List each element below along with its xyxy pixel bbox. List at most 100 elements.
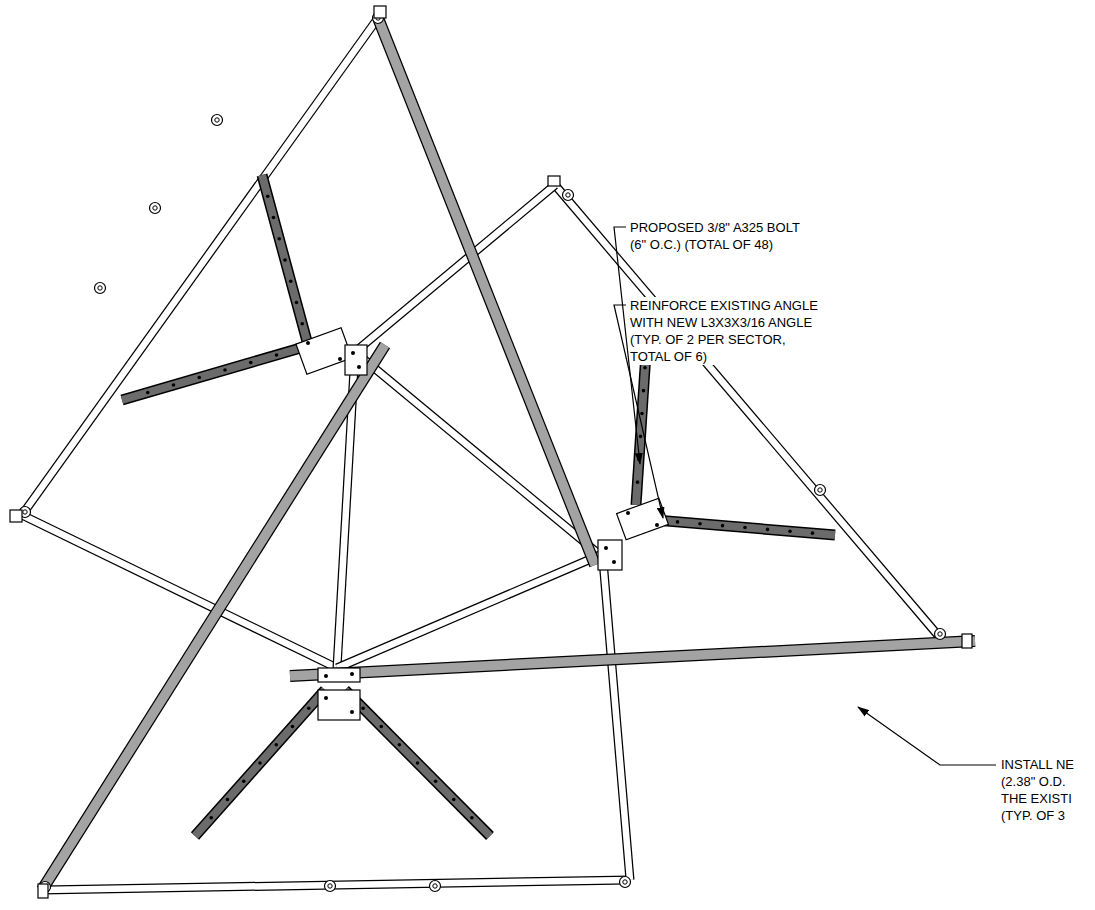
reinforcing-angle [262,175,308,345]
bolt-dot [324,674,328,678]
bolt-dot [350,710,354,714]
bolt-dot [398,743,402,747]
pipe-clamp [563,190,574,201]
reinforcing-angle [195,690,325,836]
bolt-dot [640,412,644,416]
bolt-dot [766,528,770,532]
bolt-dot [357,365,361,369]
callout-note: REINFORCE EXISTING ANGLE WITH NEW L3X3X3… [630,297,825,365]
pipe-clamp [328,884,332,888]
frame-member [337,555,600,668]
mount-plate [318,668,360,682]
frame-member [22,515,337,668]
pipe-clamp [153,206,157,210]
reinforcing-angle [345,690,490,836]
bolt-dot [223,368,227,372]
reinforcing-angle [195,690,325,836]
pipe-clamp [623,880,627,884]
bolt-dot [434,779,438,783]
frame-member [603,560,630,880]
bolt-dot [242,779,246,783]
end-bracket [374,6,386,18]
pipe-member [378,18,595,565]
bolt-dot [291,725,295,729]
bolt-dot [379,725,383,729]
bolt-dot [626,511,630,515]
pipe-member [290,641,975,676]
pipe-clamp [433,884,437,888]
reinforcing-angle [655,520,835,535]
bolt-dot [788,529,792,533]
bolt-dot [172,383,176,387]
pipe-clamp [566,193,570,197]
mount-plate [617,498,669,540]
pipe-clamp [95,283,106,294]
bolt-dot [642,389,646,393]
end-bracket [10,510,22,522]
bolt-dot [698,522,702,526]
pipe-clamp [935,629,946,640]
bolt-dot [721,524,725,528]
bolt-dot [258,761,262,765]
pipe-clamp [815,485,826,496]
pipe-clamp [620,877,631,888]
end-bracket [38,884,48,898]
bolt-dot [338,357,342,361]
frame-member [22,515,337,668]
bolt-dot [275,353,279,357]
bolt-dot [639,435,643,439]
bolt-dot [146,391,150,395]
bolt-dot [470,816,474,820]
callout-note: PROPOSED 3/8" A325 BOLT (6" O.C.) (TOTAL… [630,219,808,253]
pipe-member [290,641,975,676]
bolt-dot [324,696,328,700]
reinforcing-angle [262,175,308,345]
mount-plate [318,690,360,720]
bolt-dot [300,322,304,326]
bolt-dot [416,761,420,765]
bolt-dot [197,376,201,380]
bolt-dot [274,743,278,747]
bolt-dot [612,560,616,564]
bolt-dot [283,258,287,262]
mount-plate [345,345,367,375]
pipe-member [378,18,595,565]
leader-line [858,707,996,765]
bolt-dot [209,816,213,820]
bolt-dot [351,351,355,355]
bolt-dot [743,526,747,530]
frame-member [355,352,600,555]
frame-member [337,555,600,668]
pipe-clamp [23,510,27,514]
frame-member [555,185,942,640]
bolt-dot [604,546,608,550]
reinforcing-angle [655,520,835,535]
end-bracket [962,634,972,648]
reinforcing-angle [345,690,490,836]
bolt-dot [306,341,310,345]
mount-plate [598,540,622,570]
pipe-clamp [212,115,223,126]
bolt-dot [361,706,365,710]
mount-plate [296,328,352,374]
frame-member [355,352,600,555]
bolt-dot [277,237,281,241]
bolt-dot [676,520,680,524]
bolt-dot [643,366,647,370]
bolt-dot [636,480,640,484]
bolt-dot [452,798,456,802]
bolt-dot [350,672,354,676]
bolt-dot [655,523,659,527]
frame-member [555,185,942,640]
pipe-clamp [430,881,441,892]
bolt-dot [266,194,270,198]
pipe-clamp [938,632,942,636]
callout-note: INSTALL NE (2.38" O.D. THE EXISTI (TYP. … [1001,756,1091,824]
pipe-member [42,345,385,890]
bolt-dot [295,301,299,305]
pipe-clamp [215,118,219,122]
pipe-clamp [325,881,336,892]
bolt-dot [249,361,253,365]
pipe-clamp [150,203,161,214]
